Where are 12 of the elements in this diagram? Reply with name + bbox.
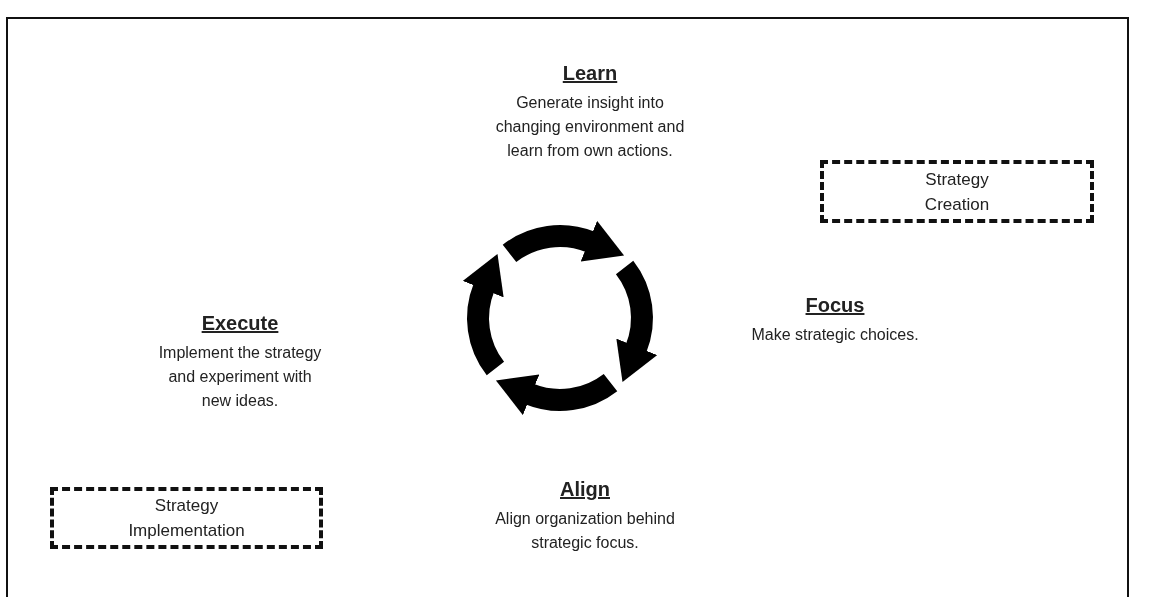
dashed-box <box>50 487 323 549</box>
stage-heading: Learn <box>562 62 618 85</box>
stage-heading: Execute <box>201 312 279 335</box>
stage-heading: Focus <box>805 294 865 317</box>
stage-heading: Align <box>560 478 610 501</box>
stage-description: Implement the strategy and experiment with new ideas. <box>157 343 323 411</box>
stage-description: Align organization behind strategic focus. <box>494 509 676 553</box>
stage-description: Generate insight into changing environment and learn from own actions. <box>494 93 686 161</box>
stage-description: Make strategic choices. <box>750 325 920 345</box>
dashed-box <box>820 160 1094 223</box>
box-label: Strategy Creation <box>923 168 991 216</box>
box-label: Strategy Implementation <box>127 495 246 542</box>
